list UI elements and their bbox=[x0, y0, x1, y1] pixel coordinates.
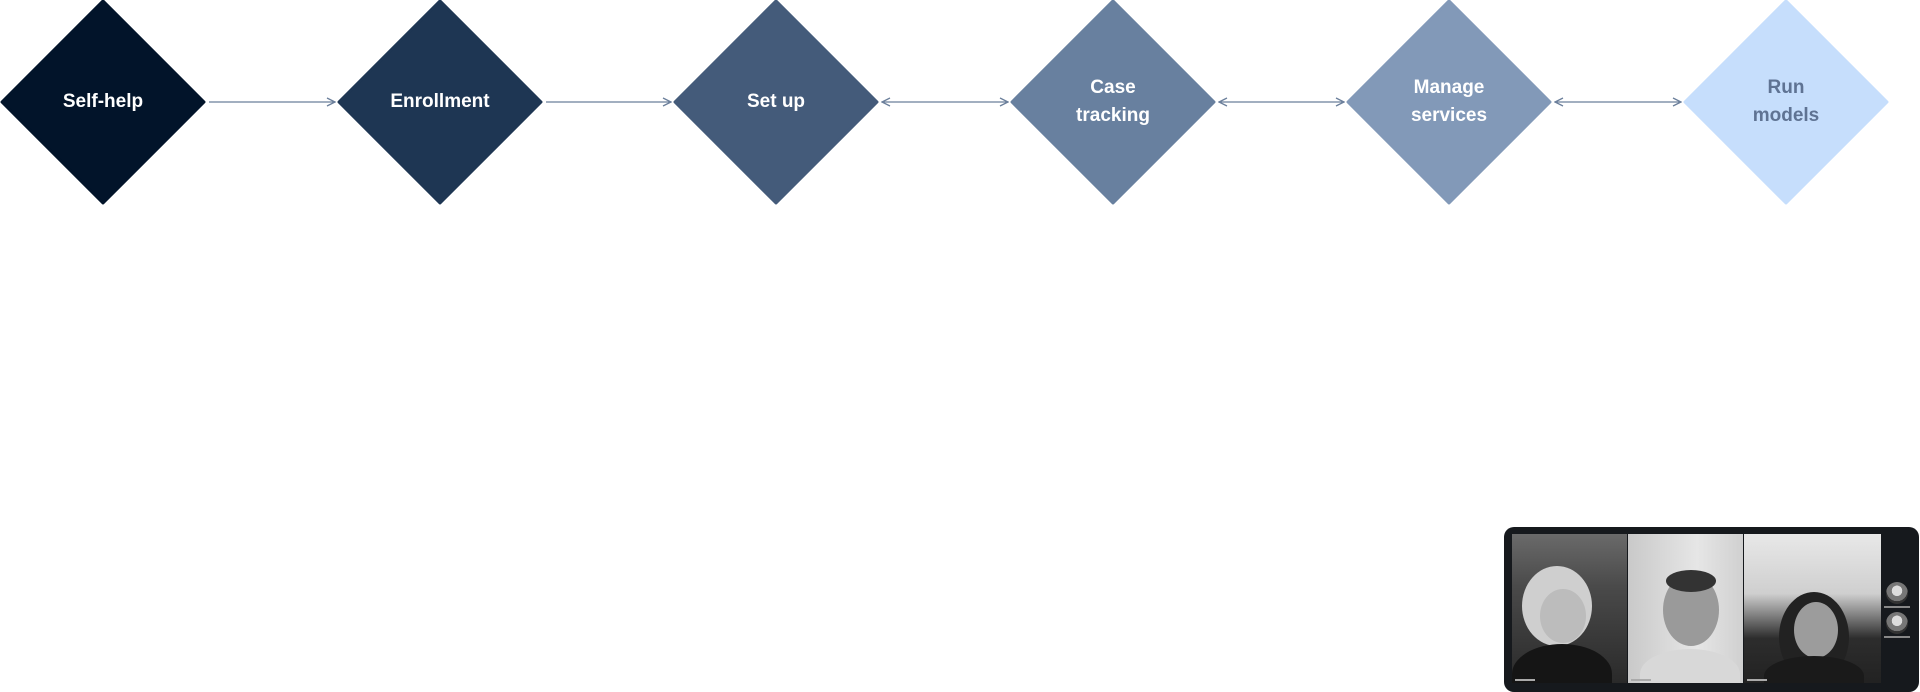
step-diamond-1[interactable] bbox=[0, 0, 206, 205]
step-label-line: Run bbox=[1767, 77, 1805, 98]
participant-tile-3[interactable] bbox=[1744, 534, 1881, 683]
step-diamond-5[interactable] bbox=[1346, 0, 1552, 205]
step-label-1: Self-help bbox=[23, 88, 183, 116]
step-label-5: Manage services bbox=[1369, 74, 1529, 130]
participant-avatar-name-2 bbox=[1884, 636, 1910, 638]
step-diamond-4[interactable] bbox=[1010, 0, 1216, 205]
participant-tile-1[interactable] bbox=[1512, 534, 1627, 683]
step-label-line: Enrollment bbox=[390, 91, 490, 112]
participant-avatar-2[interactable] bbox=[1886, 612, 1908, 634]
step-label-line: Set up bbox=[746, 91, 806, 112]
step-label-line: models bbox=[1752, 105, 1820, 126]
step-label-4: Case tracking bbox=[1033, 74, 1193, 130]
step-label-line: Case bbox=[1090, 77, 1136, 98]
participant-avatar-name-1 bbox=[1884, 606, 1910, 608]
step-label-line: tracking bbox=[1076, 105, 1150, 126]
step-diamond-6[interactable] bbox=[1683, 0, 1889, 205]
participant-tile-2[interactable] bbox=[1628, 534, 1743, 683]
video-call-panel[interactable] bbox=[1504, 527, 1919, 692]
step-label-2: Enrollment bbox=[360, 88, 520, 116]
step-diamond-2[interactable] bbox=[337, 0, 543, 205]
step-label-line: Self-help bbox=[62, 91, 144, 112]
process-flow-diagram bbox=[0, 0, 1889, 205]
step-diamond-3[interactable] bbox=[673, 0, 879, 205]
step-label-6: Run models bbox=[1706, 74, 1866, 130]
step-label-line: Manage bbox=[1413, 77, 1485, 98]
step-label-line: services bbox=[1410, 105, 1488, 126]
participant-avatar-1[interactable] bbox=[1886, 582, 1908, 604]
step-label-3: Set up bbox=[696, 88, 856, 116]
